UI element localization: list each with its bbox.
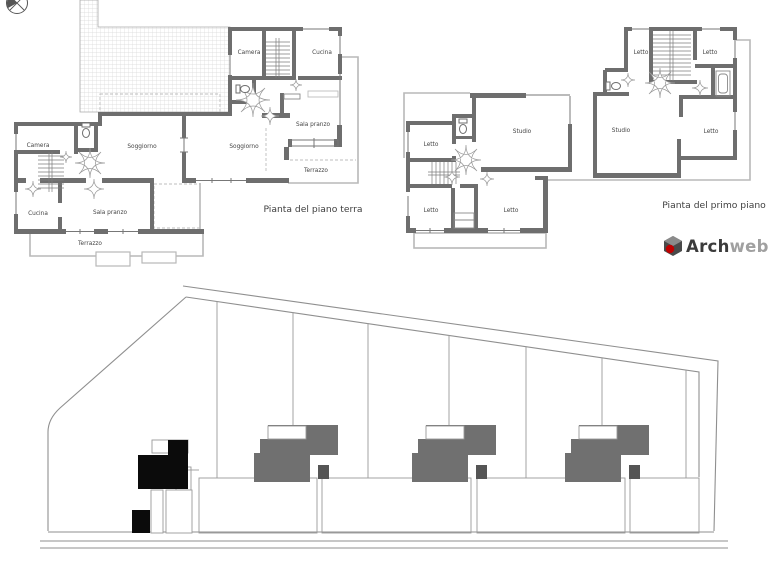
room-label-soggiorno: Soggiorno [127, 144, 157, 150]
site-boundary-left [47, 296, 187, 531]
room-label-letto: Letto [703, 50, 718, 56]
room-label-letto: Letto [424, 142, 439, 148]
kitchen-counter [283, 93, 301, 100]
wardrobe [453, 212, 475, 229]
room-label-studio: Studio [513, 129, 532, 135]
site-boundary-inner [185, 296, 700, 477]
door-swing-stars-first [443, 67, 709, 187]
first-left-footprint-outline [403, 92, 470, 158]
first-right-footprint-outline [547, 39, 751, 181]
site-plan [40, 285, 728, 549]
room-label-letto: Letto [634, 50, 649, 56]
road-lines [40, 540, 728, 549]
room-label-sala-pranzo: Sala pranzo [296, 122, 331, 128]
toilet-icon [458, 118, 468, 134]
ground-windows [15, 28, 341, 234]
terrace-step-a [95, 251, 131, 267]
room-label-letto: Letto [424, 208, 439, 214]
toilet-icon [81, 122, 91, 138]
site-building-gray [254, 425, 338, 482]
logo-wordmark: Archweb [686, 237, 768, 256]
terrace-step-b [141, 251, 177, 264]
first-floor-plan: Letto Letto Letto Studio Studio Letto Le… [403, 27, 766, 249]
archweb-cube-icon [664, 236, 682, 256]
archweb-logo: Archweb [664, 236, 768, 256]
double-door-glyph [180, 137, 188, 153]
ground-left-stairs [38, 152, 64, 192]
logo-text-arch: Arch [686, 237, 730, 256]
first-floor-title: Pianta del primo piano [662, 200, 766, 211]
compass-rose-icon [6, 0, 28, 14]
front-garden [476, 477, 626, 534]
tiled-terrace [79, 0, 231, 113]
room-label-soggiorno: Soggiorno [229, 144, 259, 150]
room-label-camera: Camera [238, 50, 261, 56]
front-garden [321, 477, 472, 534]
toilet-icon [605, 81, 621, 91]
room-label-terrazzo: Terrazzo [77, 241, 102, 247]
front-garden [198, 477, 318, 534]
logo-text-web: web [730, 237, 768, 256]
site-building-gray [565, 425, 649, 482]
room-label-studio: Studio [612, 128, 631, 134]
room-label-cucina: Cucina [28, 211, 48, 217]
ground-right-stairs [266, 38, 290, 78]
first-floor-windows [407, 28, 736, 233]
room-label-cucina: Cucina [312, 50, 332, 56]
ground-floor-plan: Camera Soggiorno Soggiorno Camera Cucina… [14, 0, 363, 267]
first-right-stairs [653, 31, 691, 81]
first-right-unit-walls [593, 27, 737, 178]
ground-left-veranda-dashed [153, 183, 201, 229]
kitchen-counter-light [307, 90, 339, 98]
toilet-icon [235, 84, 250, 94]
room-label-camera: Camera [27, 143, 50, 149]
ground-left-unit-walls [14, 112, 232, 234]
room-label-sala-pranzo: Sala pranzo [93, 210, 128, 216]
first-left-balcony [413, 232, 547, 249]
lot-division-lines [216, 301, 687, 478]
ground-floor-title: Pianta del piano terra [263, 204, 362, 215]
site-building-subject [132, 439, 199, 534]
ground-right-terrace-outline [288, 56, 359, 184]
room-label-terrazzo: Terrazzo [303, 168, 328, 174]
site-boundary-outer [182, 285, 719, 532]
first-left-stairs [428, 162, 460, 184]
door-swing-stars-ground [24, 78, 303, 200]
ground-right-unit-walls [182, 27, 342, 183]
site-building-gray [412, 425, 496, 482]
ground-right-terrace-dashed [265, 128, 356, 172]
front-garden [629, 477, 700, 534]
room-label-letto: Letto [504, 208, 519, 214]
room-label-letto: Letto [704, 129, 719, 135]
bathtub-icon [715, 70, 731, 97]
